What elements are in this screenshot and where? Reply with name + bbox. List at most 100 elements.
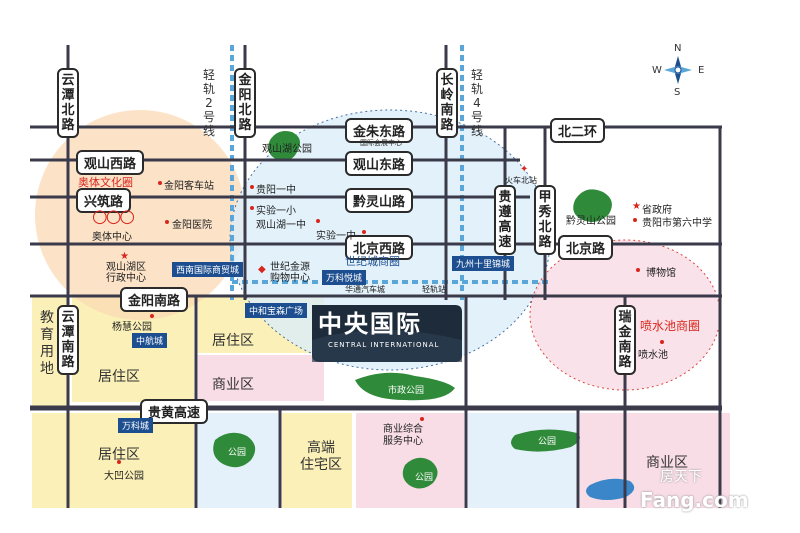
zone-label-res3: 居住区 bbox=[98, 447, 140, 463]
park-label-qianlingshan: 黔灵山公园 bbox=[566, 216, 616, 227]
compass-s: S bbox=[674, 87, 681, 98]
park-qianlingshan bbox=[573, 189, 612, 222]
poi-fountain: 喷水池 bbox=[638, 350, 668, 361]
poi-dot bbox=[250, 185, 254, 189]
zone-fill-blue2 bbox=[468, 413, 576, 508]
zone-label-res2: 居住区 bbox=[212, 333, 254, 349]
road-label-yuntan-bei: 云潭北路 bbox=[57, 68, 79, 138]
train-icon: ✦ bbox=[520, 164, 529, 175]
poi-dot bbox=[158, 181, 162, 185]
road-label-qianling-shan: 黔灵山路 bbox=[345, 188, 414, 213]
road-label-yuntan-nan: 云潭南路 bbox=[57, 305, 79, 375]
road-label-changling-nan: 长岭南路 bbox=[436, 68, 458, 138]
poi-olympic-center: 奥体中心 bbox=[92, 232, 132, 243]
road-label-jinyang-bei: 金阳北路 bbox=[234, 68, 256, 138]
road-label-ruijin-nan: 瑞金南路 bbox=[614, 305, 636, 375]
zone-fill-high bbox=[282, 413, 352, 508]
poi-museum: 博物馆 bbox=[646, 268, 676, 279]
poi-intl-conference: 国际会展中心 bbox=[360, 139, 402, 147]
metro-label-line4: 轻轨4号线 bbox=[470, 68, 483, 138]
poi-shiyan-1zhong: 实验一中 bbox=[316, 231, 356, 242]
park-guanshanhu bbox=[268, 131, 300, 161]
park-p1 bbox=[213, 432, 256, 468]
poi-dot bbox=[117, 460, 121, 464]
poi-dot bbox=[250, 206, 254, 210]
watermark-cn: 房天下 bbox=[660, 469, 702, 485]
lake bbox=[586, 478, 635, 500]
poi-provincial-gov: 省政府 bbox=[642, 205, 672, 216]
poi-dot bbox=[150, 314, 154, 318]
poi-dot bbox=[165, 220, 169, 224]
poi-huatong: 华通汽车城 bbox=[345, 285, 385, 294]
tag-wanke: 万科城 bbox=[118, 418, 154, 433]
poi-guanshan-district: 观山湖区 行政中心 bbox=[106, 262, 146, 284]
park-shixi bbox=[355, 372, 455, 401]
tag-jiuzhou: 九州十里锦城 bbox=[452, 256, 515, 271]
poi-no6-middle: 贵阳市第六中学 bbox=[642, 218, 712, 229]
road-label-jinzhu-dong: 金朱东路 bbox=[345, 118, 414, 143]
poi-dot bbox=[420, 417, 424, 421]
metro-label-line2: 轻轨2号线 bbox=[202, 68, 215, 138]
star-icon: ★ bbox=[120, 251, 129, 262]
poi-shiyan-1xiao: 实验一小 bbox=[256, 206, 296, 217]
road-label-xingzhu: 兴筑路 bbox=[76, 188, 132, 213]
compass-n: N bbox=[674, 43, 682, 54]
poi-qinggui: 轻轨站 bbox=[422, 285, 446, 294]
poi-dot bbox=[362, 230, 366, 234]
circle-label-century: 世纪城商圈 bbox=[345, 255, 400, 268]
road-label-guanshan-dong: 观山东路 bbox=[345, 151, 414, 176]
poi-jinyang-hospital: 金阳医院 bbox=[172, 220, 212, 231]
poi-huochebei: 火车北站 bbox=[505, 176, 537, 185]
poi-guanshan-1zhong: 观山湖一中 bbox=[256, 220, 306, 231]
park-label-guanshanhu: 观山湖公园 bbox=[262, 144, 312, 155]
road-label-jinyang-nan: 金阳南路 bbox=[120, 287, 189, 312]
zone-fill-res3 bbox=[32, 413, 194, 508]
zone-fill-com-center bbox=[356, 413, 464, 508]
project-name-cn: 中央国际 bbox=[318, 310, 422, 338]
poi-dot bbox=[633, 218, 637, 222]
park-p3 bbox=[511, 429, 580, 452]
tag-xinan: 西南国际商贸城 bbox=[172, 262, 244, 277]
circle-label-fountain: 喷水池商圈 bbox=[640, 319, 701, 333]
poi-dot bbox=[636, 268, 640, 272]
poi-yizhong: 贵阳一中 bbox=[256, 185, 296, 196]
circle-label-olympic: 奥体文化圈 bbox=[78, 176, 133, 189]
compass-rose bbox=[664, 56, 692, 84]
road-label-beijing-xi: 北京西路 bbox=[345, 235, 414, 260]
zone-label-res1: 居住区 bbox=[98, 369, 140, 385]
road-label-bei-erhuan: 北二环 bbox=[550, 118, 606, 143]
olympic-rings-icon: ○○○ bbox=[92, 206, 135, 227]
park-label-p3: 公园 bbox=[538, 437, 557, 447]
poi-dot bbox=[316, 219, 320, 223]
park-p2 bbox=[402, 457, 438, 489]
road-label-jiaxiu-bei: 甲秀北路 bbox=[534, 185, 556, 255]
compass-e: E bbox=[698, 65, 705, 76]
zone-label-edu: 教 育 用 地 bbox=[40, 310, 54, 377]
star-icon: ★ bbox=[632, 201, 641, 212]
tag-zhonghe: 中和宝森广场 bbox=[245, 303, 308, 318]
poi-dot bbox=[660, 340, 664, 344]
zone-label-high-res: 高端 住宅区 bbox=[300, 440, 342, 473]
poi-dawa-park: 大凹公园 bbox=[104, 471, 144, 482]
poi-jinyang-bus: 金阳客车站 bbox=[164, 181, 214, 192]
road-label-guanshan-xi: 观山西路 bbox=[76, 150, 145, 175]
poi-shijijinyuan: 世纪金源 购物中心 bbox=[270, 262, 310, 284]
road-label-guizun: 贵遵高速 bbox=[494, 185, 516, 255]
watermark-en: Fang.com bbox=[640, 488, 749, 512]
park-label-shixi: 市政公园 bbox=[388, 386, 425, 396]
park-label-p2: 公园 bbox=[415, 473, 434, 483]
compass-w: W bbox=[652, 65, 662, 76]
zone-label-com1: 商业区 bbox=[212, 377, 254, 393]
tag-wanke-yuecheng: 万科悦城 bbox=[322, 270, 367, 285]
zone-fill-com1 bbox=[198, 355, 324, 401]
poi-yanghui-park: 杨慧公园 bbox=[112, 322, 152, 333]
tag-zhonghang: 中航城 bbox=[132, 333, 168, 348]
road-label-beijing: 北京路 bbox=[558, 235, 614, 260]
park-label-p1: 公园 bbox=[228, 448, 247, 458]
project-wave bbox=[312, 330, 462, 362]
zone-label-com2: 商业区 bbox=[646, 455, 688, 471]
poi-commerce-center: 商业综合 服务中心 bbox=[383, 424, 423, 447]
shopping-bag-icon: ◆ bbox=[258, 264, 266, 275]
project-name-en: CENTRAL INTERNATIONAL bbox=[328, 341, 440, 349]
